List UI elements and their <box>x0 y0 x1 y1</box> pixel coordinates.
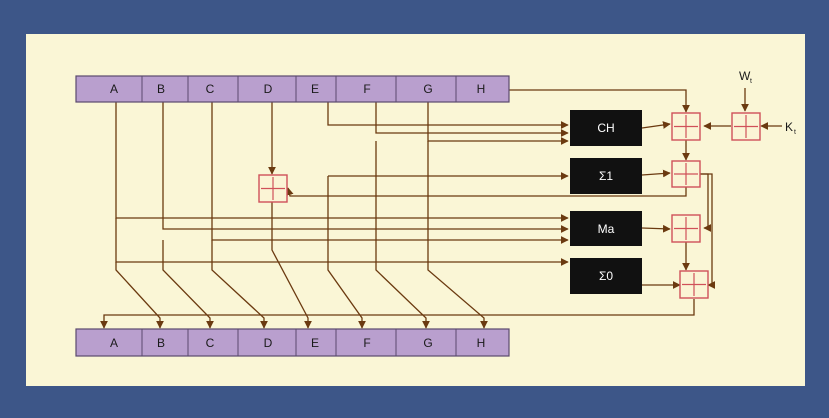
w-subscript: t <box>750 78 752 85</box>
k-subscript: t <box>794 129 796 136</box>
w-input-label: W t <box>739 69 752 85</box>
wire-t1-to-d-adder <box>285 187 687 197</box>
ch-label: CH <box>597 121 614 135</box>
bottom-register-c: C <box>206 336 215 350</box>
adder-t1-top <box>671 112 701 141</box>
bottom-register-f: F <box>363 336 370 350</box>
wire-b-to-c <box>162 240 214 329</box>
wire-e-to-ch <box>327 102 569 129</box>
wire-e-to-f <box>327 176 366 329</box>
bottom-register-g: G <box>423 336 432 350</box>
wire-b-to-ma <box>162 102 569 233</box>
wire-a-to-b <box>115 262 164 329</box>
w-label: W <box>739 69 751 83</box>
top-register: A B C D E F G H <box>75 75 510 103</box>
top-register-d: D <box>264 82 273 96</box>
bottom-register-b: B <box>157 336 165 350</box>
bottom-register-e: E <box>311 336 319 350</box>
bottom-register-dividers <box>141 329 457 356</box>
top-register-e: E <box>311 82 319 96</box>
adder-new-a <box>679 270 709 299</box>
ma-box: Ma <box>570 211 642 246</box>
bottom-register-h: H <box>477 336 486 350</box>
adder-wk <box>731 112 761 141</box>
top-register-g: G <box>423 82 432 96</box>
k-label: K <box>785 120 793 134</box>
bottom-register-a: A <box>110 336 118 350</box>
top-register-c: C <box>206 82 215 96</box>
wire-c-to-d <box>211 240 268 329</box>
wire-f-to-ch <box>375 102 569 137</box>
top-register-a: A <box>110 82 118 96</box>
ch-box: CH <box>570 110 642 146</box>
wire-f-to-g <box>375 141 430 329</box>
wire-h-to-adder1 <box>509 89 690 113</box>
wire-sigma1-out <box>641 169 671 178</box>
top-register-dividers <box>141 76 457 102</box>
top-register-h: H <box>477 82 486 96</box>
adder-t1 <box>671 160 701 188</box>
wire-d-to-e <box>271 196 312 329</box>
sigma0-label: Σ0 <box>599 269 613 283</box>
sigma0-box: Σ0 <box>570 258 642 294</box>
ma-label: Ma <box>598 222 615 236</box>
k-input-label: K t <box>785 120 796 136</box>
wire-ma-out <box>641 224 671 233</box>
sigma1-label: Σ1 <box>599 169 613 183</box>
adder-new-e <box>258 174 288 203</box>
bottom-register: A B C D E F G H <box>75 328 510 357</box>
adder-ma <box>671 214 701 243</box>
bottom-register-bar <box>75 328 510 357</box>
bottom-register-d: D <box>264 336 273 350</box>
sigma1-box: Σ1 <box>570 158 642 194</box>
wire-ch-out <box>641 121 671 129</box>
wire-g-to-h <box>427 141 488 329</box>
top-register-f: F <box>363 82 370 96</box>
wire-adder2-to-adder4 <box>700 173 716 289</box>
top-register-b: B <box>157 82 165 96</box>
wires <box>100 88 782 329</box>
wire-new-a <box>100 299 695 329</box>
top-register-bar <box>75 75 510 103</box>
